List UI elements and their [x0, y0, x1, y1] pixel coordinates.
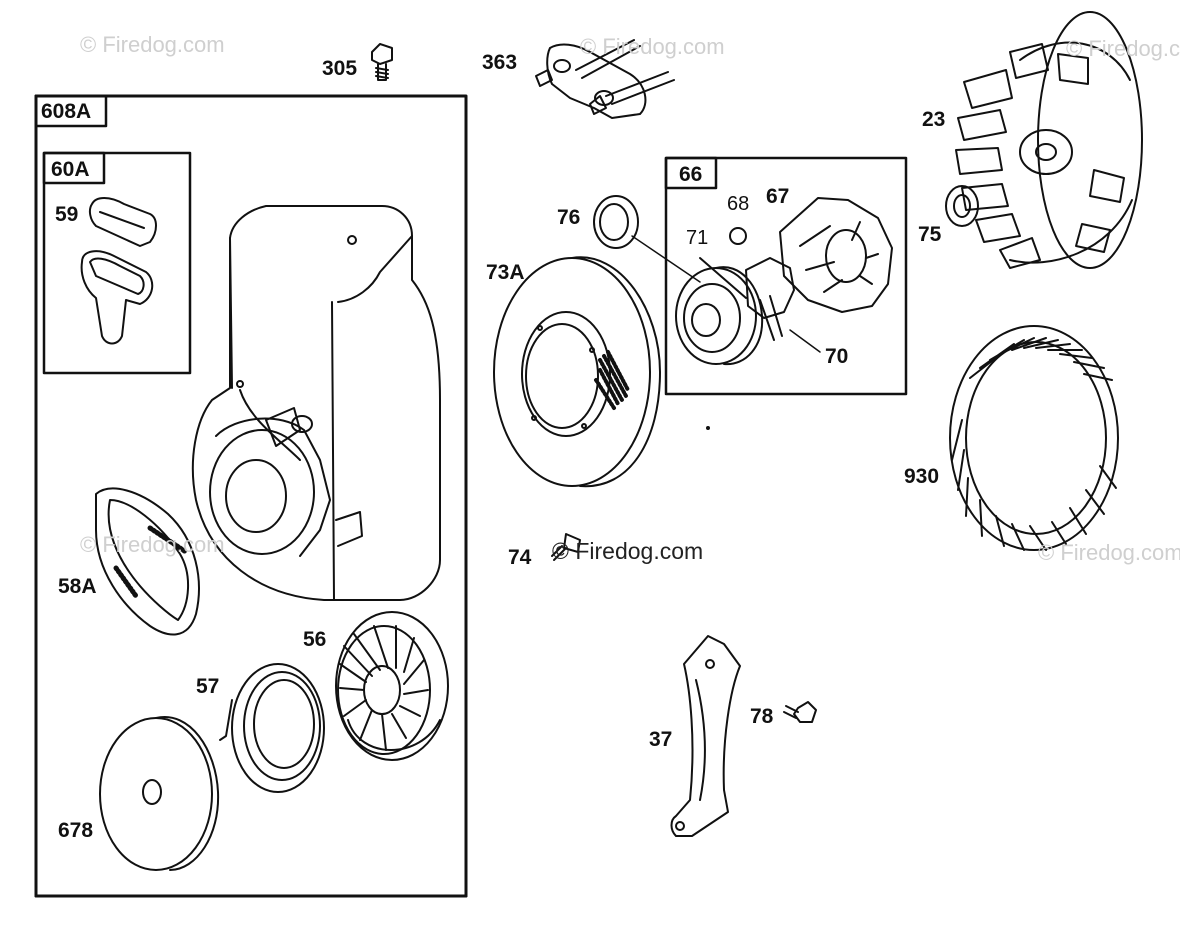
part-label-57: 57 — [196, 675, 220, 698]
leader-70 — [789, 329, 821, 353]
baffle-37 — [670, 635, 741, 837]
starter-handle — [80, 250, 154, 345]
screw-74 — [551, 533, 581, 561]
part-label-67: 67 — [766, 185, 790, 208]
washer-75 — [945, 185, 979, 227]
ball-68 — [729, 227, 747, 245]
clutch-71 — [675, 266, 764, 366]
guard-930 — [949, 325, 1119, 551]
recoil-spring-57 — [219, 663, 325, 793]
part-label-37: 37 — [649, 728, 673, 751]
part-label-76: 76 — [557, 206, 581, 229]
group-label-handle-kit: 60A — [51, 158, 90, 181]
part-label-305: 305 — [322, 57, 358, 80]
clutch-kit-frame — [664, 156, 908, 396]
handle-insert-59 — [88, 197, 157, 247]
ratchet-67 — [779, 197, 893, 313]
part-label-58A: 58A — [58, 575, 97, 598]
group-label-starter-assembly: 608A — [41, 100, 92, 123]
part-label-68: 68 — [727, 193, 750, 215]
leader-71 — [699, 257, 747, 299]
screw-305 — [371, 43, 393, 81]
part-label-59: 59 — [55, 203, 79, 226]
watermark: © Firedog.com — [80, 32, 225, 57]
part-label-73A: 73A — [486, 261, 525, 284]
part-label-78: 78 — [750, 705, 774, 728]
clutch-hub-70 — [745, 257, 795, 341]
watermark: © Firedog.com — [80, 532, 225, 557]
flywheel-23 — [955, 11, 1143, 269]
part-label-56: 56 — [303, 628, 327, 651]
watermark: © Firedog.com — [1066, 36, 1180, 61]
part-label-678: 678 — [58, 819, 94, 842]
bracket-363 — [535, 39, 675, 119]
handle-kit-frame — [42, 151, 192, 375]
part-label-75: 75 — [918, 223, 942, 246]
spring-58A — [95, 487, 200, 636]
blower-housing — [191, 205, 441, 601]
part-label-930: 930 — [904, 465, 940, 488]
part-label-70: 70 — [825, 345, 849, 368]
washer-76 — [593, 195, 639, 249]
part-label-23: 23 — [922, 108, 946, 131]
part-label-74: 74 — [508, 546, 532, 569]
part-label-363: 363 — [482, 51, 518, 74]
pulley-56 — [335, 611, 449, 761]
watermark-main: © Firedog.com — [552, 538, 704, 564]
group-label-clutch-kit: 66 — [679, 163, 703, 186]
part-label-71: 71 — [686, 227, 709, 249]
starter-assembly-frame — [34, 94, 468, 898]
leader-76 — [631, 235, 701, 283]
cover-678 — [99, 715, 220, 871]
watermark: © Firedog.com — [1038, 540, 1180, 565]
screen-73A — [493, 256, 661, 488]
watermark: © Firedog.com — [580, 34, 725, 59]
screw-78 — [783, 701, 817, 723]
